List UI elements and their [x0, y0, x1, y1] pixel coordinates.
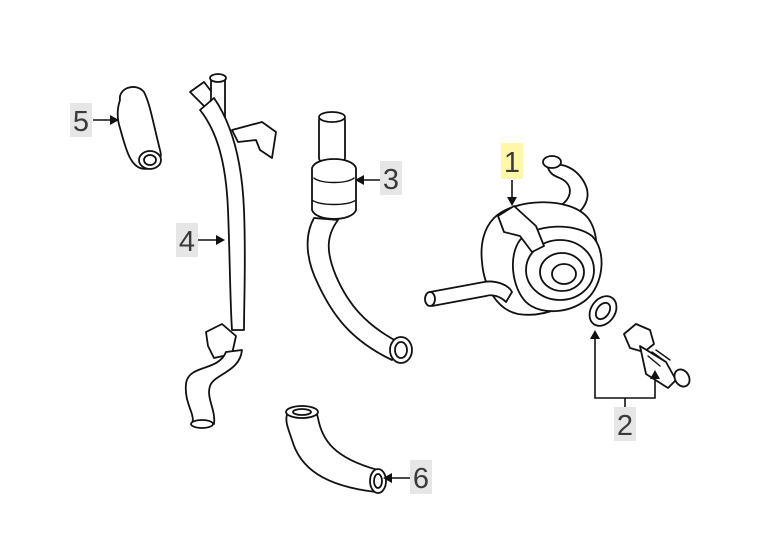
- callout-4-number: 4: [179, 226, 195, 258]
- callout-2-background: [614, 407, 636, 441]
- part-5-hose: [116, 86, 162, 170]
- callout-1: 1: [501, 143, 523, 179]
- callout-6-background: [410, 460, 432, 494]
- callout-6-number: 6: [413, 463, 429, 495]
- callout-leaders: [93, 115, 660, 483]
- callout-4: 4: [176, 223, 198, 258]
- part-6-hose: [285, 405, 387, 494]
- callout-3-number: 3: [383, 164, 399, 196]
- callout-2-number: 2: [617, 410, 633, 442]
- callout-5: 5: [70, 103, 92, 138]
- callout-1-number: 1: [504, 147, 520, 179]
- callout-6: 6: [410, 460, 432, 495]
- callout-4-background: [176, 223, 198, 257]
- callout-1-background: [501, 143, 523, 179]
- part-4-pipe: [184, 73, 277, 429]
- part-1-oil-cooler: [424, 155, 603, 316]
- callout-5-background: [70, 103, 92, 137]
- callout-2: 2: [614, 407, 636, 442]
- callout-3: 3: [380, 161, 402, 196]
- part-2-washer: [588, 295, 618, 327]
- part-2-bolt: [623, 323, 691, 389]
- callout-5-number: 5: [73, 106, 89, 138]
- part-3-hose: [306, 111, 413, 364]
- callout-3-background: [380, 161, 402, 195]
